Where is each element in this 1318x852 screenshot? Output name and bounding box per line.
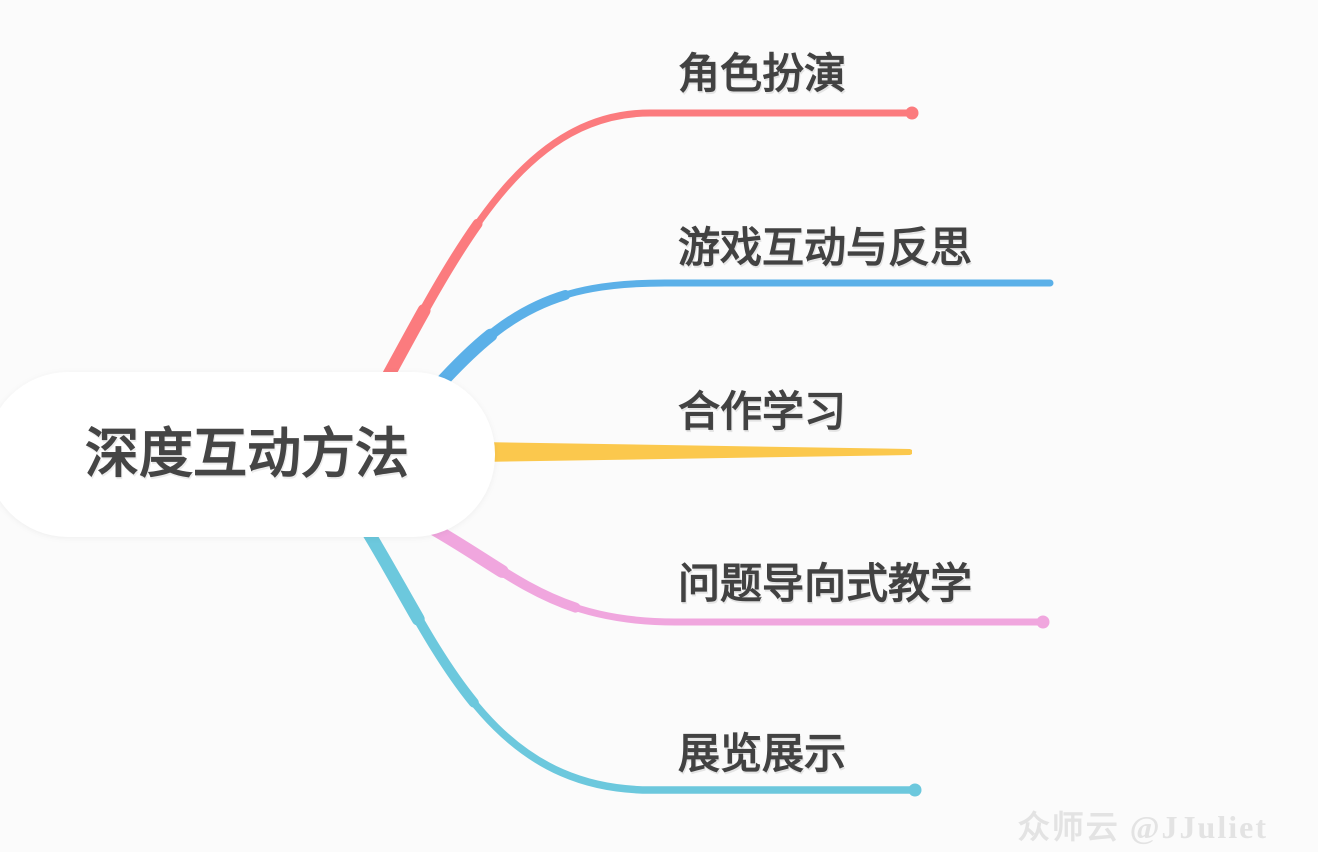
branch-game-interaction: 游戏互动与反思 [423,224,1057,402]
branch-line-problem-oriented-taper-root [425,521,1050,629]
branch-label-cooperative-learning[interactable]: 合作学习 [678,388,846,435]
branch-label-role-play[interactable]: 角色扮演 [678,50,846,97]
root-topic-bubble[interactable] [0,372,495,537]
branch-line-exhibition-taper-root [361,525,922,797]
watermark: 众师云 @JJuliet [1018,809,1268,845]
branch-label-problem-oriented[interactable]: 问题导向式教学 [678,560,972,607]
branch-line-game-interaction-taper-mid [425,278,1055,400]
branch-label-exhibition[interactable]: 展览展示 [678,730,846,777]
branch-line-role-play-taper-root [368,106,919,407]
branch-line-cooperative-learning [478,442,912,462]
branch-label-game-interaction[interactable]: 游戏互动与反思 [678,224,972,271]
root-topic-label[interactable]: 深度互动方法 [85,424,409,484]
branch-role-play: 角色扮演 [368,50,919,407]
root-topic[interactable]: 深度互动方法 [0,372,495,537]
branch-line-game-interaction-taper-root [423,276,1057,402]
branch-line-game-interaction [426,279,1054,399]
branch-problem-oriented: 问题导向式教学 [425,521,1050,629]
branch-exhibition: 展览展示 [361,525,922,797]
branch-cooperative-learning: 合作学习 [478,388,912,462]
